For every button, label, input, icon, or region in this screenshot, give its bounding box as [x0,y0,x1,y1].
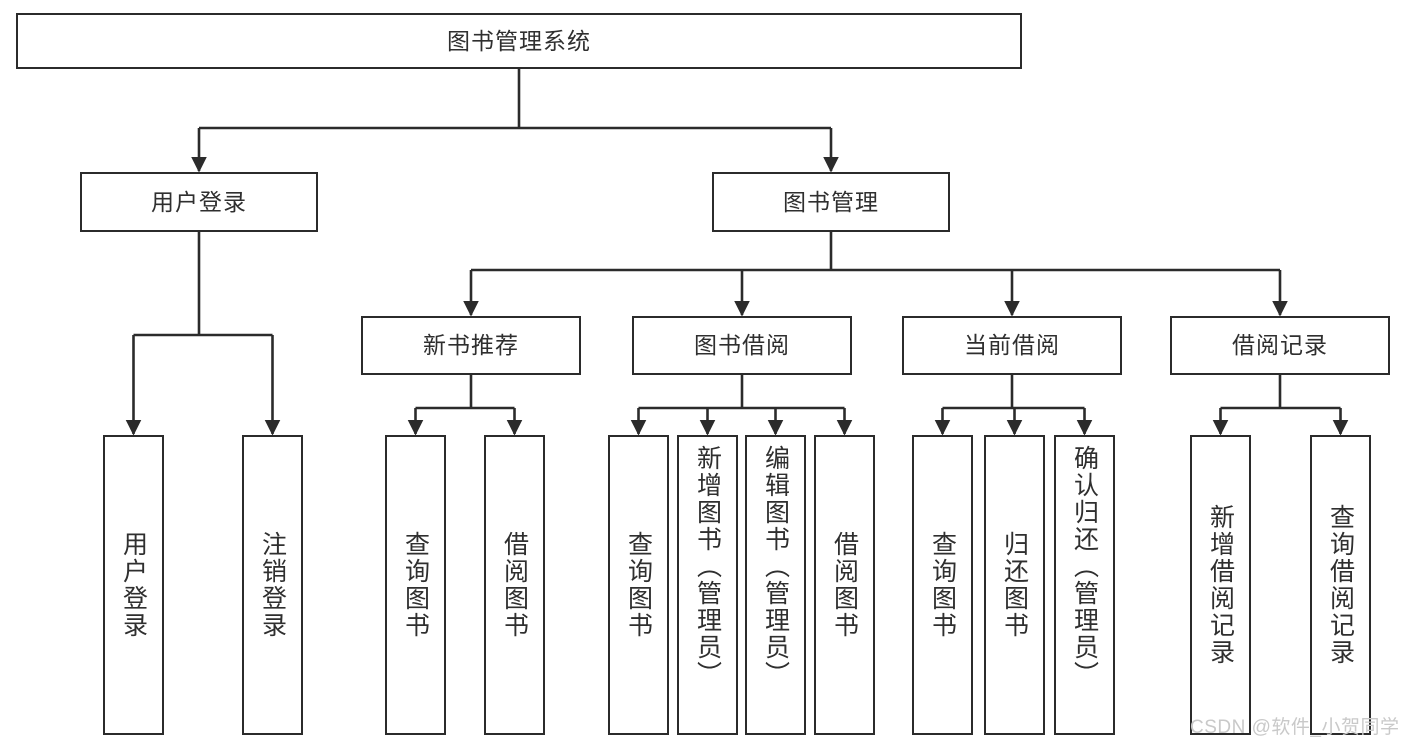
node-label: 新增借阅记录 [1206,504,1235,666]
node-root[interactable]: 图书管理系统 [16,13,1022,69]
node-label: 当前借阅 [964,332,1060,358]
node-label: 借阅图书 [500,531,529,639]
node-label: 图书借阅 [694,332,790,358]
node-label: 编辑图书（管理员） [761,445,790,688]
node-current-borrow[interactable]: 当前借阅 [902,316,1122,375]
node-label: 图书管理系统 [447,27,591,54]
node-leaf-borrow-book-2[interactable]: 借阅图书 [814,435,875,735]
node-leaf-user-login[interactable]: 用户登录 [103,435,164,735]
node-book-manage[interactable]: 图书管理 [712,172,950,232]
node-label: 归还图书 [1000,531,1029,639]
node-leaf-return-book[interactable]: 归还图书 [984,435,1045,735]
node-label: 借阅记录 [1232,332,1328,358]
node-book-borrow[interactable]: 图书借阅 [632,316,852,375]
node-label: 图书管理 [783,188,879,215]
node-leaf-confirm-return[interactable]: 确认归还（管理员） [1054,435,1115,735]
node-label: 新增图书（管理员） [693,445,722,688]
node-label: 查询图书 [928,531,957,639]
node-leaf-query-book-2[interactable]: 查询图书 [608,435,669,735]
node-leaf-add-record[interactable]: 新增借阅记录 [1190,435,1251,735]
node-label: 用户登录 [151,188,247,215]
node-new-book-recommend[interactable]: 新书推荐 [361,316,581,375]
node-label: 确认归还（管理员） [1070,445,1099,688]
node-label: 查询图书 [401,531,430,639]
node-leaf-add-book[interactable]: 新增图书（管理员） [677,435,738,735]
node-leaf-edit-book[interactable]: 编辑图书（管理员） [745,435,806,735]
csdn-watermark: CSDN @软件_小贺同学 [1190,717,1400,738]
node-label: 借阅图书 [830,531,859,639]
node-leaf-user-logout[interactable]: 注销登录 [242,435,303,735]
node-label: 用户登录 [119,531,148,639]
node-label: 注销登录 [258,531,287,639]
node-label: 新书推荐 [423,332,519,358]
node-user-login[interactable]: 用户登录 [80,172,318,232]
node-label: 查询图书 [624,531,653,639]
node-leaf-query-record[interactable]: 查询借阅记录 [1310,435,1371,735]
node-leaf-query-book-3[interactable]: 查询图书 [912,435,973,735]
node-leaf-borrow-book-1[interactable]: 借阅图书 [484,435,545,735]
node-label: 查询借阅记录 [1326,504,1355,666]
node-borrow-record[interactable]: 借阅记录 [1170,316,1390,375]
node-leaf-query-book-1[interactable]: 查询图书 [385,435,446,735]
